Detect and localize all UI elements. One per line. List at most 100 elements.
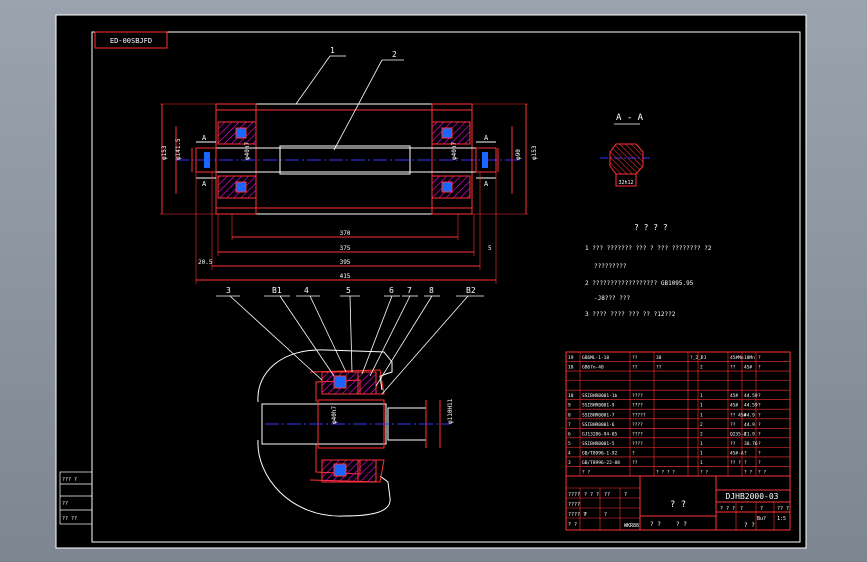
bom-cell: 30.76 bbox=[744, 441, 758, 447]
left-date-2: ? bbox=[604, 512, 607, 518]
dia-shaft-right: φ40h7 bbox=[451, 142, 458, 160]
balloon-8: 8 bbox=[429, 286, 434, 295]
bottom-view: φ40h7 φ110H11 3 B1 4 5 6 7 8 B2 bbox=[216, 286, 484, 517]
dim-20-5: 20.5 bbox=[198, 259, 213, 266]
bom-cell: GB/T8996-1-92 bbox=[582, 450, 618, 456]
balloon-6: 6 bbox=[389, 286, 394, 295]
bom-cell: ? ? ? ? bbox=[656, 470, 675, 476]
bom-cell: ?? bbox=[730, 365, 736, 371]
section-mark-a4: A bbox=[484, 180, 489, 188]
bom-cell: Q235-A bbox=[730, 431, 747, 437]
bom-cell: 10 bbox=[568, 393, 574, 399]
bom-cell: 7 bbox=[568, 422, 571, 428]
balloon-7: 7 bbox=[407, 286, 412, 295]
bottom-dia-cap: φ110H11 bbox=[447, 398, 454, 424]
bom-cell: 4 bbox=[568, 450, 571, 456]
bom-cell: 3 bbox=[568, 460, 571, 466]
bom-cell: ????? bbox=[632, 412, 646, 418]
balloon-3: 3 bbox=[226, 286, 231, 295]
bom-cell: ? ? bbox=[744, 470, 752, 476]
dia-outer-left: φ153 bbox=[161, 145, 168, 160]
bom-cell: ? bbox=[744, 460, 747, 466]
bom-cell: ???? bbox=[632, 403, 643, 409]
section-mark-a3: A bbox=[484, 134, 489, 142]
bom-cell: 5 bbox=[568, 441, 571, 447]
left-margin-block: ??? ? ?? ?? ?? bbox=[59, 471, 93, 525]
left-cell-1: ???? bbox=[568, 502, 580, 508]
margin-cell-2: ?? ?? bbox=[62, 516, 77, 522]
left-cell-2: ???? ? bbox=[568, 512, 586, 518]
bom-cell: ? bbox=[758, 460, 761, 466]
balloon-b2: B2 bbox=[466, 286, 476, 295]
code-box bbox=[94, 31, 168, 49]
note-2: 2 ?????????????????? GB1095.95 bbox=[585, 280, 694, 287]
housing-outline bbox=[257, 349, 393, 403]
bottom-dia-shaft: φ40h7 bbox=[331, 406, 338, 424]
bom-cell: GJ13286-94-05 bbox=[582, 431, 618, 437]
sheet-background bbox=[55, 14, 807, 549]
dim-375: 375 bbox=[340, 245, 351, 252]
bom-cell: 1 bbox=[700, 460, 703, 466]
bom-cell: ???? bbox=[632, 422, 643, 428]
bom-cell: SSIBHR0001-7 bbox=[582, 412, 615, 418]
title-footer-2: ? ? bbox=[744, 522, 755, 529]
dia-90-right: φ90 bbox=[515, 149, 522, 160]
bom-cell: SSIBHR0001-6 bbox=[582, 422, 615, 428]
code-box-text: ED-00SBJFD bbox=[110, 37, 152, 45]
balloon-5: 5 bbox=[346, 286, 351, 295]
dim-395: 395 bbox=[340, 259, 351, 266]
bom-cell: 44.9 bbox=[744, 422, 755, 428]
note-1: 1 ??? ??????? ??? ? ??? ???????? ?2 bbox=[585, 245, 712, 252]
title-sheet-4: Bu? bbox=[757, 516, 766, 522]
dim-5: 5 bbox=[488, 245, 492, 252]
margin-cell-1: ?? bbox=[62, 501, 68, 507]
bom-cell: GB6ML-1-18 bbox=[582, 355, 609, 361]
bom-cell: 1 bbox=[700, 393, 703, 399]
section-label: A - A bbox=[616, 113, 644, 123]
title-sheet-2: ? bbox=[760, 506, 763, 512]
bom-cell: ?? bbox=[656, 365, 662, 371]
bom-cell: ? bbox=[758, 393, 761, 399]
bom-cell: ? bbox=[758, 412, 761, 418]
bom-cell: 2 bbox=[700, 365, 703, 371]
bom-cell: 9 bbox=[568, 403, 571, 409]
bom-cell: ? bbox=[632, 450, 635, 456]
title-sheet-0: ? ? ? bbox=[720, 506, 735, 512]
left-date-0: ?? bbox=[604, 492, 610, 498]
bom-cell: 21.9 bbox=[744, 431, 755, 437]
title-footer-1: ? ? bbox=[676, 521, 687, 528]
bom-cell: ? bbox=[758, 431, 761, 437]
bom-cell: 1 bbox=[700, 403, 703, 409]
bom-cell: ?? bbox=[730, 422, 736, 428]
note-1b: ????????? bbox=[594, 263, 627, 270]
title-stamp: WKR88 bbox=[624, 523, 639, 529]
left-date-3: ? bbox=[584, 512, 587, 518]
balloon-4: 4 bbox=[304, 286, 309, 295]
bom-cell: ? bbox=[758, 355, 761, 361]
bom-cell: ? bbox=[758, 365, 761, 371]
bottom-balloons bbox=[216, 295, 484, 395]
bom-cell: GB/T8996-22-88 bbox=[582, 460, 620, 466]
bom-cell: ? ? bbox=[582, 470, 590, 476]
dia-mid-left: φ141.5 bbox=[175, 138, 182, 160]
margin-cell-0: ??? ? bbox=[62, 477, 77, 483]
balloon-2: 2 bbox=[392, 50, 397, 59]
bom-cell: 45#-A bbox=[730, 450, 744, 456]
bom-cell: 18Mn bbox=[744, 355, 755, 361]
section-profile bbox=[609, 143, 644, 175]
bom-cell: 30 bbox=[656, 355, 662, 361]
bom-cell: 44.59 bbox=[744, 403, 758, 409]
section-a-a: A - A 32h12 bbox=[600, 113, 652, 187]
bom-cell: ?? 45# bbox=[730, 412, 747, 418]
bom-cell: SSIBHR0001-5 bbox=[582, 441, 615, 447]
bom-cell: ? bbox=[744, 450, 747, 456]
bom-cell: ? bbox=[758, 441, 761, 447]
dim-370: 370 bbox=[340, 230, 351, 237]
title-scale: 1:5 bbox=[777, 516, 786, 522]
bom-cell: 44.59 bbox=[744, 393, 758, 399]
bom-cell: 45# bbox=[730, 403, 738, 409]
bom-cell: ?? bbox=[632, 355, 638, 361]
notes-title: ? ? ? ? bbox=[634, 223, 668, 232]
